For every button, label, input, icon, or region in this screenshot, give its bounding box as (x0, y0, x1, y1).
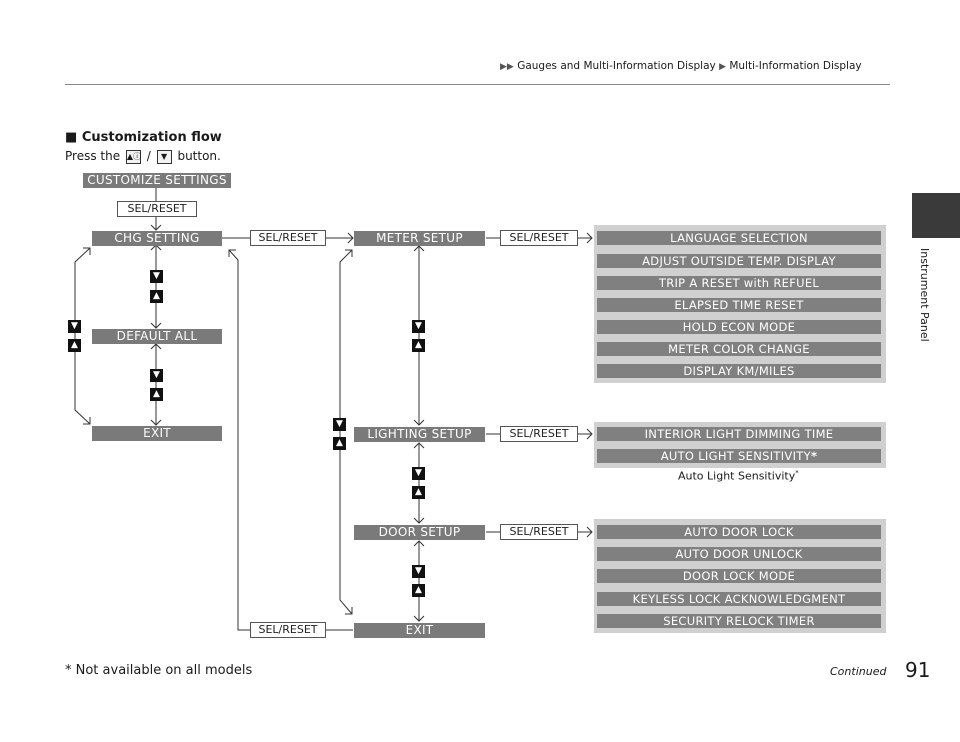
intro-before: Press the (65, 149, 121, 163)
meter-item: DISPLAY KM/MILES (597, 364, 881, 378)
section-heading: ■ Customization flow (65, 130, 222, 145)
sel-reset-box: SEL/RESET (500, 230, 578, 246)
meter-setup-panel: LANGUAGE SELECTION ADJUST OUTSIDE TEMP. … (594, 225, 886, 383)
up-button-icon: ▲ (412, 584, 425, 597)
down-button-icon: ▼ (150, 270, 163, 283)
meter-item: ELAPSED TIME RESET (597, 298, 881, 312)
door-setup-box: DOOR SETUP (354, 525, 485, 540)
door-item: KEYLESS LOCK ACKNOWLEDGMENT (597, 592, 881, 606)
door-item: AUTO DOOR LOCK (597, 525, 881, 539)
section-heading-text: Customization flow (81, 130, 222, 145)
door-item: AUTO DOOR UNLOCK (597, 547, 881, 561)
down-button-icon: ▼ (68, 320, 81, 333)
down-button-icon: ▼ (412, 320, 425, 333)
meter-item: ADJUST OUTSIDE TEMP. DISPLAY (597, 254, 881, 268)
header-rule (65, 84, 890, 85)
down-button-icon: ▼ (333, 418, 346, 431)
breadcrumb-arrow-icon: ▶ (719, 62, 726, 72)
sel-reset-box: SEL/RESET (500, 426, 578, 442)
up-button-icon: ▲ (150, 388, 163, 401)
down-button-icon: ▼ (412, 565, 425, 578)
intro-separator: / (146, 149, 151, 163)
chg-setting-box: CHG SETTING (92, 231, 222, 246)
section-tab (912, 193, 960, 238)
breadcrumb-item: Gauges and Multi-Information Display (517, 60, 716, 72)
intro-after: button. (177, 149, 221, 163)
customize-settings-box: CUSTOMIZE SETTINGS (83, 173, 231, 188)
up-button-icon: ▲ (333, 437, 346, 450)
breadcrumb-arrow-icon: ▶▶ (500, 62, 514, 72)
meter-item: TRIP A RESET with REFUEL (597, 276, 881, 290)
meter-item: HOLD ECON MODE (597, 320, 881, 334)
intro-text: Press the ▲ⓘ / ▼ button. (65, 149, 221, 164)
down-button-icon: ▼ (150, 369, 163, 382)
up-button-icon: ▲ (412, 339, 425, 352)
meter-item: METER COLOR CHANGE (597, 342, 881, 356)
lighting-item: AUTO LIGHT SENSITIVITY* (597, 449, 881, 463)
sel-reset-box: SEL/RESET (250, 230, 326, 246)
up-info-button-icon: ▲ⓘ (125, 149, 141, 164)
setup-exit-box: EXIT (354, 623, 485, 638)
breadcrumb: ▶▶ Gauges and Multi-Information Display … (500, 60, 862, 72)
up-button-icon: ▲ (150, 290, 163, 303)
footnote: * Not available on all models (65, 663, 253, 678)
caption-text: Auto Light Sensitivity (678, 469, 796, 483)
continued-label: Continued (830, 665, 887, 678)
sel-reset-box: SEL/RESET (117, 201, 197, 217)
down-button-icon: ▼ (412, 467, 425, 480)
door-setup-panel: AUTO DOOR LOCK AUTO DOOR UNLOCK DOOR LOC… (594, 519, 886, 633)
square-bullet-icon: ■ (65, 130, 78, 145)
lighting-setup-box: LIGHTING SETUP (354, 427, 485, 442)
meter-item: LANGUAGE SELECTION (597, 231, 881, 245)
down-button-icon: ▼ (156, 149, 172, 164)
sel-reset-box: SEL/RESET (250, 622, 326, 638)
footnote-marker: * (810, 449, 818, 463)
door-item: DOOR LOCK MODE (597, 569, 881, 583)
sel-reset-box: SEL/RESET (500, 524, 578, 540)
section-tab-label: Instrument Panel (918, 248, 931, 342)
footnote-marker: * (795, 469, 799, 477)
page-number: 91 (905, 658, 931, 682)
up-button-icon: ▲ (412, 486, 425, 499)
door-item: SECURITY RELOCK TIMER (597, 614, 881, 628)
breadcrumb-item: Multi-Information Display (729, 60, 862, 72)
lighting-item-label: AUTO LIGHT SENSITIVITY (660, 449, 811, 463)
exit-box: EXIT (92, 426, 222, 441)
auto-light-caption: Auto Light Sensitivity* (678, 469, 799, 483)
meter-setup-box: METER SETUP (354, 231, 485, 246)
lighting-item: INTERIOR LIGHT DIMMING TIME (597, 427, 881, 441)
up-button-icon: ▲ (68, 339, 81, 352)
default-all-box: DEFAULT ALL (92, 329, 222, 344)
lighting-setup-panel: INTERIOR LIGHT DIMMING TIME AUTO LIGHT S… (594, 422, 886, 468)
